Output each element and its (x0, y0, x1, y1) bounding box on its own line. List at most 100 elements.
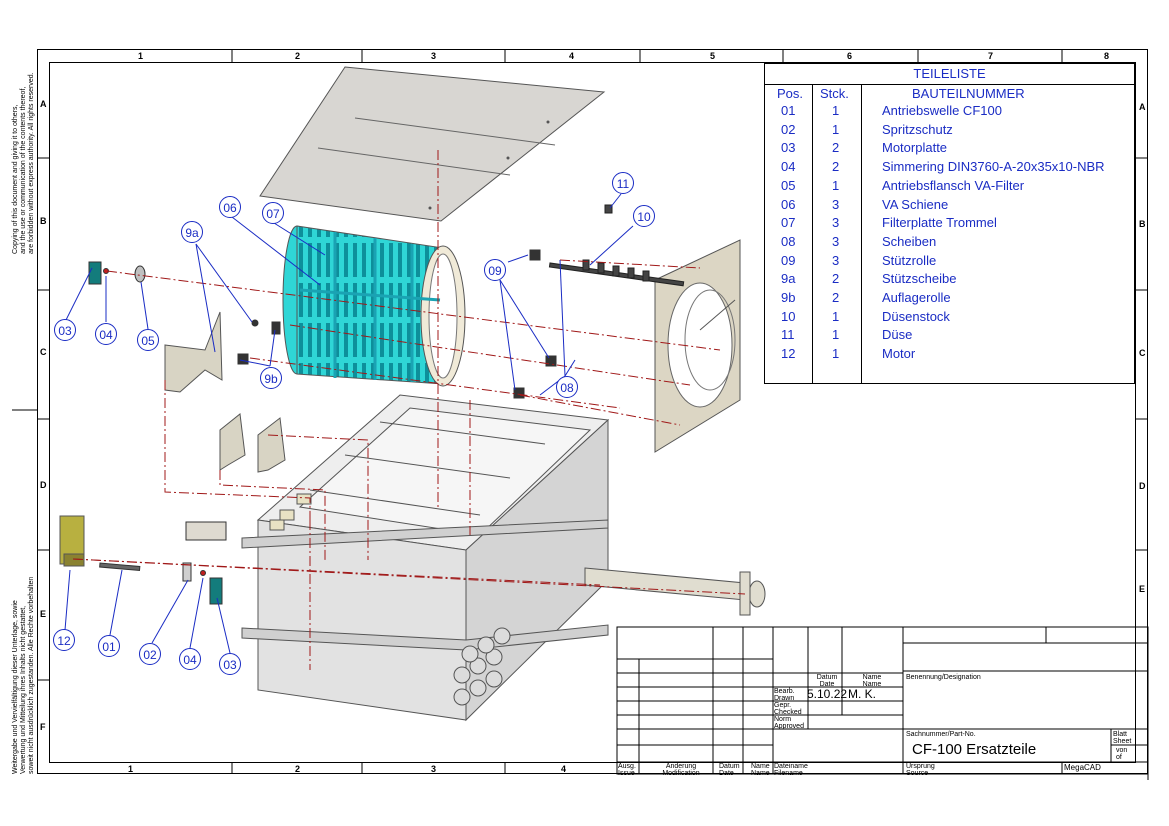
callout-03-bottom: 03 (219, 653, 241, 675)
callout-04-top: 04 (95, 323, 117, 345)
zone-bottom-1: 1 (128, 764, 134, 774)
part-pos: 10 (781, 308, 796, 324)
leader-lines (64, 193, 634, 654)
part-qty: 3 (832, 215, 840, 231)
zone-left-c: C (40, 347, 47, 357)
tb-checked-label: Gepr.Checked (774, 702, 802, 716)
part-name: Antriebsflansch VA-Filter (882, 177, 1025, 193)
outlet-pipes (453, 627, 511, 706)
zone-top-1: 1 (138, 51, 144, 61)
part-qty: 3 (832, 196, 840, 212)
drawing-sheet (37, 49, 1148, 774)
part-pos: 09 (781, 252, 796, 268)
part-name: Simmering DIN3760-A-20x35x10-NBR (882, 159, 1105, 175)
part-pos: 07 (781, 215, 796, 231)
zone-top-4: 4 (569, 51, 575, 61)
part-pos: 01 (781, 103, 796, 118)
zone-right-b: B (1139, 219, 1146, 229)
part-pos: 11 (781, 327, 795, 343)
zone-right-a: A (1139, 102, 1146, 112)
part-pos: 02 (781, 121, 796, 137)
col-header-part: BAUTEILNUMMER (912, 86, 1025, 101)
zone-top-3: 3 (431, 51, 437, 61)
part-pos: 04 (781, 159, 796, 175)
drawing-frame (49, 62, 1136, 763)
parts-list-row: 09 3 Stützrolle (765, 253, 1134, 272)
part-qty: 1 (832, 346, 840, 362)
callout-03-top: 03 (54, 319, 76, 341)
parts-list-row: 9b 2 Auflagerolle (765, 290, 1134, 309)
part-pos: 05 (781, 177, 796, 193)
part-name: Stützscheibe (882, 271, 957, 287)
part-qty: 1 (832, 103, 840, 118)
part-name: VA Schiene (882, 196, 949, 212)
part-pos: 9b (781, 290, 796, 305)
cover-plate (259, 66, 606, 222)
brackets (164, 311, 286, 473)
center-lines (72, 150, 746, 670)
callout-9a: 9a (181, 221, 203, 243)
zone-left-a: A (40, 99, 47, 109)
tb-issue-label: Ausg.Issue (618, 763, 636, 777)
tb-designation-label: Benennung/Designation (906, 674, 981, 681)
callout-12: 12 (53, 629, 75, 651)
col-header-qty: Stck. (820, 86, 849, 101)
part-name: Motorplatte (882, 140, 948, 156)
callout-11: 11 (612, 172, 634, 194)
callout-06: 06 (219, 196, 241, 218)
callout-09: 09 (484, 259, 506, 281)
part-qty: 1 (832, 121, 840, 137)
part-name: Auflagerolle (882, 290, 951, 305)
part-qty: 2 (832, 290, 840, 305)
zone-top-8: 8 (1104, 51, 1110, 61)
callout-9b: 9b (260, 367, 282, 389)
tb-drawn-name: M. K. (848, 687, 877, 701)
part-pos: 08 (781, 233, 796, 249)
part-name: Stützrolle (882, 252, 937, 268)
zone-top-2: 2 (295, 51, 301, 61)
col-divider (812, 84, 813, 383)
col-header-pos: Pos. (777, 86, 804, 101)
zone-left-f: F (40, 722, 46, 732)
part-qty: 1 (832, 327, 840, 343)
zone-bottom-2: 2 (295, 764, 301, 774)
zone-bottom-4: 4 (561, 764, 567, 774)
tb-part-no-label: Sachnummer/Part-No. (906, 731, 976, 738)
callout-07: 07 (262, 202, 284, 224)
col-divider (861, 84, 862, 383)
part-qty: 2 (832, 271, 840, 287)
zone-right-e: E (1139, 584, 1146, 594)
part-qty: 1 (832, 308, 840, 324)
part-name: Scheiben (882, 233, 937, 249)
zone-left-b: B (40, 216, 47, 226)
part-qty: 3 (832, 252, 840, 268)
zone-top-6: 6 (847, 51, 853, 61)
small-parts (88, 249, 557, 605)
part-pos: 03 (781, 140, 796, 156)
part-qty: 2 (832, 159, 840, 175)
callout-08: 08 (556, 376, 578, 398)
callout-10: 10 (633, 205, 655, 227)
callout-05: 05 (137, 329, 159, 351)
callout-02: 02 (139, 643, 161, 665)
